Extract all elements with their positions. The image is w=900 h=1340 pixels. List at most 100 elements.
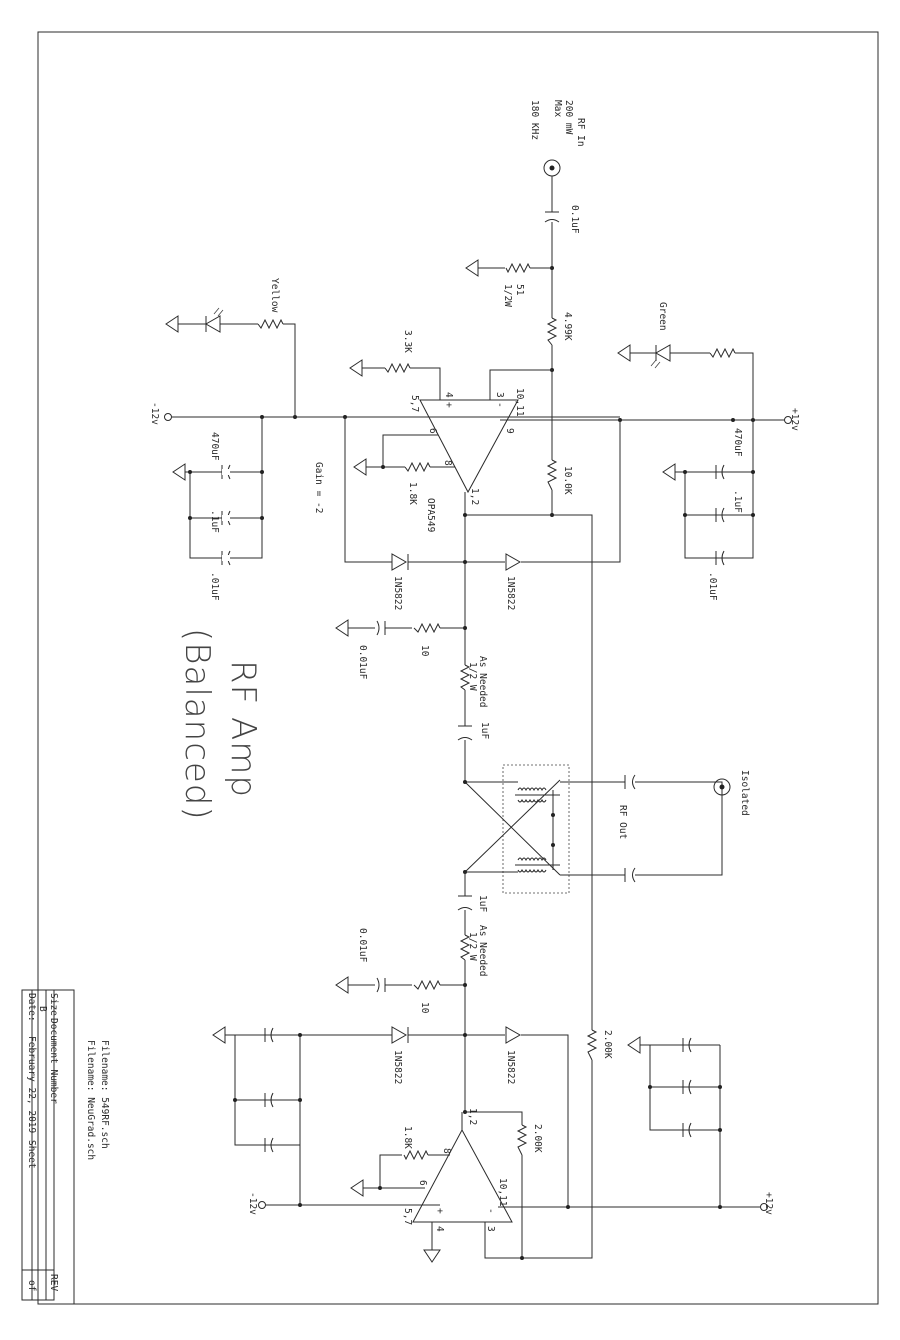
cap-bot-right-1 xyxy=(682,1037,692,1053)
transformer-box xyxy=(502,764,570,894)
c470-left-label: 470uF xyxy=(209,432,220,461)
c0p01-top-label: 0.01uF xyxy=(357,645,368,680)
ground-caps-left-bot xyxy=(212,1026,226,1044)
pin-4-top: 4 xyxy=(443,392,454,398)
rf-in-power: 200 mW xyxy=(563,100,574,135)
as-needed-bot-label: As Needed xyxy=(477,925,488,976)
pin-plus-top: + xyxy=(443,402,454,408)
pin-9-top: 9 xyxy=(504,428,515,434)
cap-bot-left-2 xyxy=(264,1092,274,1108)
docnum-label: Document Number xyxy=(48,1018,59,1104)
ground-caps-right-top xyxy=(662,463,676,481)
c001-right-label: .01uF xyxy=(707,572,718,601)
resistor-yellow xyxy=(257,318,284,330)
resistor-10-top xyxy=(413,622,441,634)
pin-8-top: 8 xyxy=(442,460,453,466)
rev-label: REV xyxy=(48,1274,59,1291)
filename-2: Filename: NeuGrad.sch xyxy=(85,1040,96,1160)
cap-1u-top xyxy=(457,725,473,741)
title-block xyxy=(21,989,75,1304)
pin-4-bot: 4 xyxy=(434,1226,445,1232)
c001-left-label: .01uF xyxy=(209,572,220,601)
cap-001-snub-top xyxy=(376,620,386,636)
pin-5-7-top: 5,7 xyxy=(409,395,420,412)
cap-01-right xyxy=(715,507,725,523)
r10-top-label: 10 xyxy=(419,645,430,657)
c0p01-bot-label: 0.01uF xyxy=(357,928,368,963)
cap-bot-left-3 xyxy=(264,1137,274,1153)
ground-1k8-bot xyxy=(350,1179,364,1197)
resistor-4k99 xyxy=(546,317,558,346)
pin-minus-bot: - xyxy=(485,1208,496,1214)
c-in-label: 0.1uF xyxy=(569,205,580,234)
c01-right-label: .1uF xyxy=(732,490,743,513)
c470-right-label: 470uF xyxy=(732,428,743,457)
rf-in-max: Max xyxy=(552,100,563,117)
opamp-top xyxy=(419,399,519,494)
neg-top-label: -12v xyxy=(149,402,160,425)
resistor-1k8-top xyxy=(404,461,431,473)
r10-bot-label: 10 xyxy=(419,1002,430,1014)
pin-plus-bot: + xyxy=(434,1208,445,1214)
led-yellow xyxy=(204,307,224,333)
gain-label: Gain = -2 xyxy=(313,462,324,513)
pin-6-top: 6 xyxy=(427,428,438,434)
pin-5-7-bot: 5,7 xyxy=(402,1208,413,1225)
resistor-green xyxy=(709,347,736,359)
led-yellow-label: Yellow xyxy=(269,278,280,313)
opamp-bottom xyxy=(412,1128,513,1223)
diode-1n5822-2 xyxy=(505,553,522,571)
resistor-10-bot xyxy=(413,979,441,991)
input-capacitor xyxy=(544,211,560,223)
cap-bot-left-1 xyxy=(264,1027,274,1043)
sheet-border xyxy=(37,31,879,1305)
cap-470-right xyxy=(715,464,725,480)
filename-1: Filename: 549RF.sch xyxy=(99,1040,110,1149)
as-needed-top-label: As Needed xyxy=(477,656,488,707)
ground-green xyxy=(617,344,631,362)
rf-out-label: RF Out xyxy=(617,805,628,839)
ground-pin4-bot xyxy=(423,1249,441,1263)
rf-in-label: RF In xyxy=(575,118,586,147)
pin-3-bot: 3 xyxy=(485,1226,496,1232)
cap-out-1 xyxy=(624,774,636,790)
ground-1k8-top xyxy=(353,458,367,476)
r3k3-label: 3.3K xyxy=(402,330,413,353)
resistor-10k xyxy=(546,459,558,491)
ground-yellow xyxy=(165,315,179,333)
pin-10-11-bot: 10,11 xyxy=(497,1178,508,1207)
diode3-label: 1N5822 xyxy=(392,1050,403,1084)
pin-6-bot: 6 xyxy=(417,1180,428,1186)
diode1-label: 1N5822 xyxy=(392,576,403,610)
ground-3k3 xyxy=(349,359,363,377)
resistor-51 xyxy=(505,262,531,274)
cap-1u-bot xyxy=(457,895,473,911)
r1k8-bot-label: 1.8K xyxy=(402,1126,413,1149)
half-w-top-label: 1/2 W xyxy=(467,662,478,691)
led-green-label: Green xyxy=(657,302,668,331)
isolated-label: Isolated xyxy=(739,770,750,816)
c1u-bot-label: 1uF xyxy=(477,895,488,912)
pin-8-bot: 8 xyxy=(441,1148,452,1154)
of-label: of xyxy=(26,1280,37,1291)
ground-snub-bot xyxy=(335,976,349,994)
r2k-right-label: 2.00K xyxy=(602,1030,613,1059)
cap-001-snub-bot xyxy=(376,977,386,993)
resistor-as-needed-bot xyxy=(459,934,471,961)
pin-3-top: 3 xyxy=(494,392,505,398)
r1k8-top-label: 1.8K xyxy=(407,482,418,505)
title-balanced: (Balanced) xyxy=(177,628,217,821)
balun-transformer xyxy=(515,787,560,873)
cap-bot-right-2 xyxy=(682,1079,692,1095)
half-w-bot-label: 1/2 W xyxy=(467,932,478,961)
diode-1n5822-1 xyxy=(391,553,409,571)
date-value: February 22, 2019 xyxy=(26,1036,37,1134)
pin-1-2-top: 1,2 xyxy=(469,488,480,505)
r51-w-label: 1/2W xyxy=(502,284,513,307)
diode2-label: 1N5822 xyxy=(505,576,516,610)
led-green xyxy=(650,344,671,369)
ground-caps-right-bot xyxy=(627,1036,641,1054)
c01-left-label: .1uF xyxy=(209,510,220,533)
ground-snub-top xyxy=(335,619,349,637)
